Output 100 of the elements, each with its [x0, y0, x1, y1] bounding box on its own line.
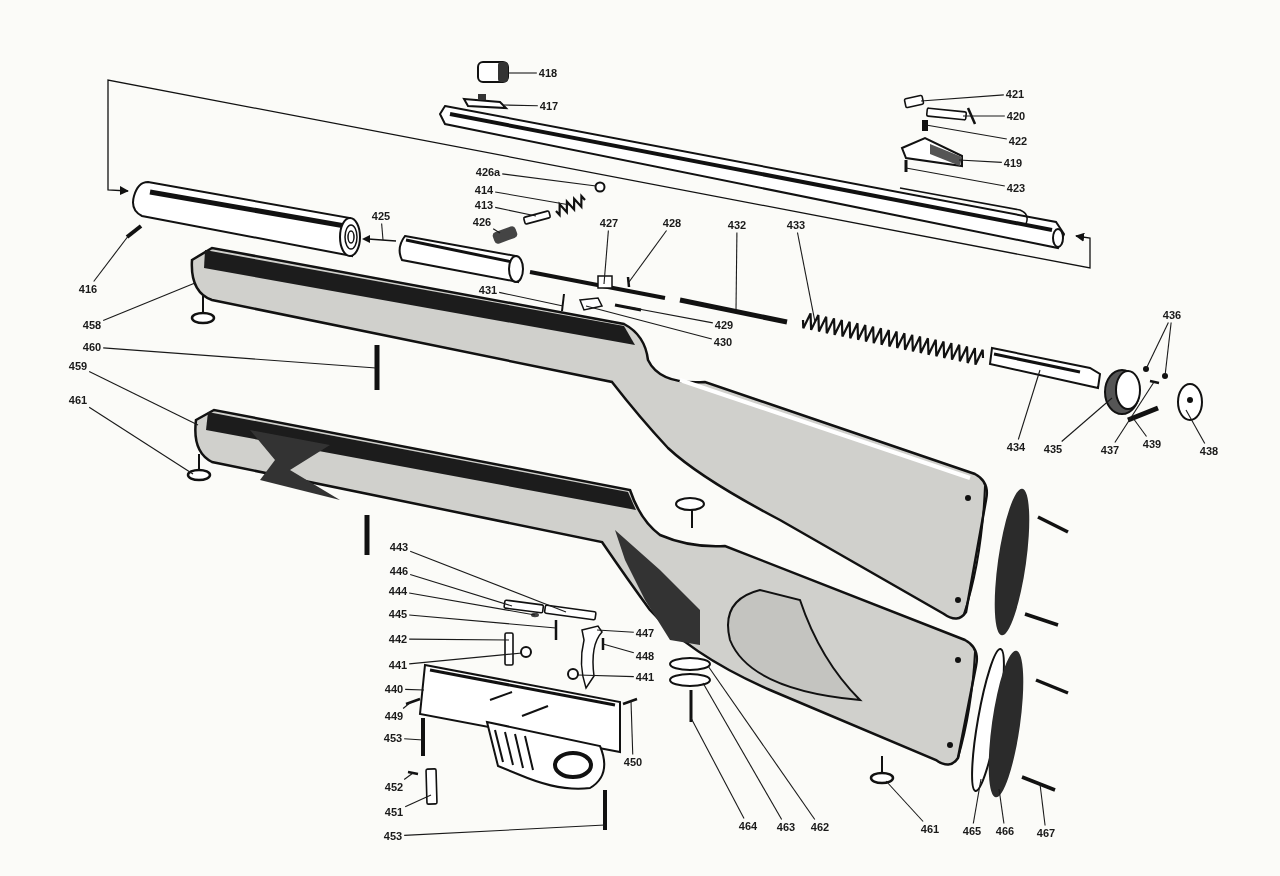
callout-number: 443 [388, 540, 410, 554]
leader-line [102, 347, 377, 369]
leader-line [962, 115, 1006, 117]
sling-swivel [869, 756, 895, 785]
callout-number: 429 [713, 318, 735, 332]
leader-line [707, 665, 816, 821]
screw [1024, 612, 1059, 627]
callout-number: 442 [387, 632, 409, 646]
end-plug [1177, 383, 1203, 421]
stock-screw [374, 345, 380, 390]
latch-plate [578, 297, 604, 311]
callout-number: 462 [809, 820, 831, 834]
callout-number: 452 [383, 780, 405, 794]
leader-line [925, 124, 1008, 140]
leader-line [503, 104, 539, 107]
callout-number: 439 [1141, 437, 1163, 451]
spring-guide-rod [988, 346, 1102, 390]
leader-line [409, 573, 513, 607]
callout-number: 431 [477, 283, 499, 297]
leader-line [102, 282, 196, 321]
callout-number: 418 [537, 66, 559, 80]
screw [689, 690, 693, 722]
leader-line [403, 824, 606, 836]
spring-pin [601, 638, 605, 650]
callout-number: 465 [961, 824, 983, 838]
leader-line [1164, 321, 1172, 377]
leader-line [494, 206, 537, 217]
slide-bar [503, 599, 545, 614]
pin [407, 770, 419, 776]
callout-number: 421 [1004, 87, 1026, 101]
callout-number: 426a [474, 165, 502, 179]
main-spring [801, 312, 985, 366]
leader-line [408, 638, 510, 641]
leader-line [408, 592, 536, 616]
pin [125, 224, 143, 239]
callout-number: 453 [382, 731, 404, 745]
callout-number: 419 [1002, 156, 1024, 170]
callout-number: 427 [598, 216, 620, 230]
knurled-end-cap [1104, 369, 1141, 415]
callout-number: 430 [712, 335, 734, 349]
callout-number: 425 [370, 209, 392, 223]
sight-leaf [925, 107, 968, 121]
callout-number: 450 [622, 755, 644, 769]
coil-spring [555, 193, 586, 218]
callout-number: 441 [387, 658, 409, 672]
sling-swivel [186, 454, 212, 482]
leader-line [972, 778, 982, 825]
leader-line [88, 370, 199, 426]
screw [1037, 515, 1069, 534]
callout-number: 445 [387, 607, 409, 621]
screw [904, 160, 908, 172]
callout-number: 426 [471, 215, 493, 229]
callout-number: 432 [726, 218, 748, 232]
leader-line [1061, 397, 1113, 443]
callout-number: 463 [775, 820, 797, 834]
pin [561, 293, 565, 312]
leader-line [702, 682, 783, 821]
safety-catch [425, 768, 438, 805]
bolt [522, 209, 552, 226]
trigger-pin [504, 632, 514, 666]
callout-number: 438 [1198, 444, 1220, 458]
ball [1143, 366, 1149, 372]
callout-number: 423 [1005, 181, 1027, 195]
callout-number: 458 [81, 318, 103, 332]
callout-number: 435 [1042, 442, 1064, 456]
sight-ramp [900, 136, 963, 168]
rear-sight-block [477, 61, 509, 83]
trigger-bar [543, 604, 597, 621]
leader-line [408, 652, 523, 665]
leader-line [905, 167, 1006, 187]
callout-number: 428 [661, 216, 683, 230]
callout-number: 422 [1007, 134, 1029, 148]
leader-line [596, 629, 635, 633]
butt-plate [988, 650, 1024, 798]
callout-number: 446 [388, 564, 410, 578]
pin [531, 612, 539, 618]
callout-number: 447 [634, 626, 656, 640]
screw [1021, 775, 1056, 792]
callout-number: 460 [81, 340, 103, 354]
callout-number: 437 [1099, 443, 1121, 457]
leader-line [88, 406, 194, 475]
leader-line [403, 738, 424, 741]
pin [622, 697, 638, 706]
spring-pin [554, 620, 558, 640]
trigger-guard-housing [418, 663, 621, 790]
callout-number: 433 [785, 218, 807, 232]
leader-line [998, 788, 1005, 825]
leader-line [507, 72, 538, 74]
washer [669, 673, 711, 687]
leader-line [628, 229, 668, 283]
needle-pin [362, 235, 397, 243]
leader-line [404, 794, 432, 808]
leader-line [402, 701, 412, 710]
leader-line [409, 550, 567, 613]
callout-number: 459 [67, 359, 89, 373]
leader-line [1039, 783, 1046, 827]
bushing [491, 225, 519, 245]
butt-plate [994, 488, 1030, 636]
leader-line [381, 222, 384, 241]
callout-number: 466 [994, 824, 1016, 838]
